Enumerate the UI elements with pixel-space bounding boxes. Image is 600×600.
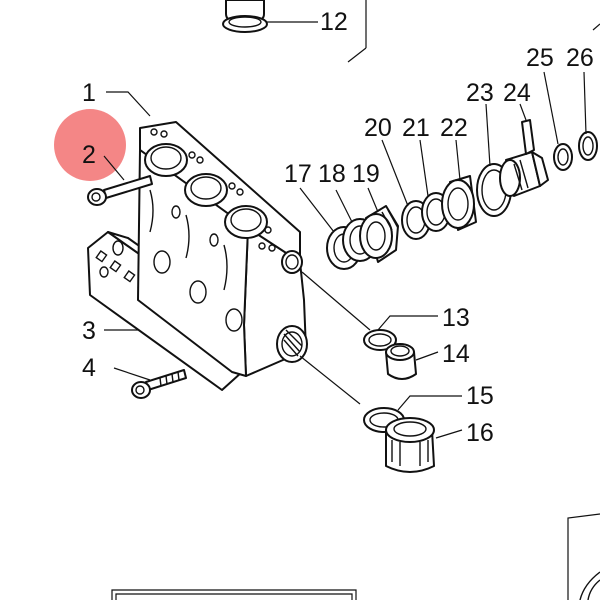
part-26-washer[interactable] [578,131,598,161]
callout-24: 24 [503,79,531,107]
callout-12: 12 [320,8,348,36]
part-25-washer[interactable] [553,143,573,171]
callout-16: 16 [466,419,494,447]
callout-2: 2 [82,141,96,169]
callout-19: 19 [352,160,380,188]
callout-13: 13 [442,304,470,332]
callout-labels: 1 2 3 4 12 13 14 15 16 17 18 19 20 21 22… [82,8,594,447]
callout-15: 15 [466,382,494,410]
callout-25: 25 [526,44,554,72]
part-22-sleeve[interactable] [441,175,477,231]
part-12-plug[interactable] [222,0,268,33]
part-24-plug[interactable] [499,119,549,197]
callout-3: 3 [82,317,96,345]
part-2-bolt[interactable] [87,175,153,206]
callout-22: 22 [440,114,468,142]
callout-23: 23 [466,79,494,107]
part-19-valve-seat[interactable] [359,205,399,263]
callout-14: 14 [442,340,470,368]
callout-26: 26 [566,44,594,72]
part-1-manifold-body[interactable] [137,121,308,377]
part-16-plug[interactable] [385,417,435,473]
leader-lines [103,71,587,439]
bottom-edge-fragments [111,513,600,600]
callout-1: 1 [82,79,96,107]
callout-4: 4 [82,354,96,382]
callout-20: 20 [364,114,392,142]
callout-18: 18 [318,160,346,188]
part-4-bolt[interactable] [131,369,187,399]
part-13-o-ring[interactable] [363,329,397,351]
callout-21: 21 [402,114,430,142]
callout-17: 17 [284,160,312,188]
cut-line-top-end [347,47,367,63]
part-14-plug[interactable] [385,343,417,380]
highlight-marker[interactable] [54,109,126,181]
cut-line-right [592,23,600,31]
